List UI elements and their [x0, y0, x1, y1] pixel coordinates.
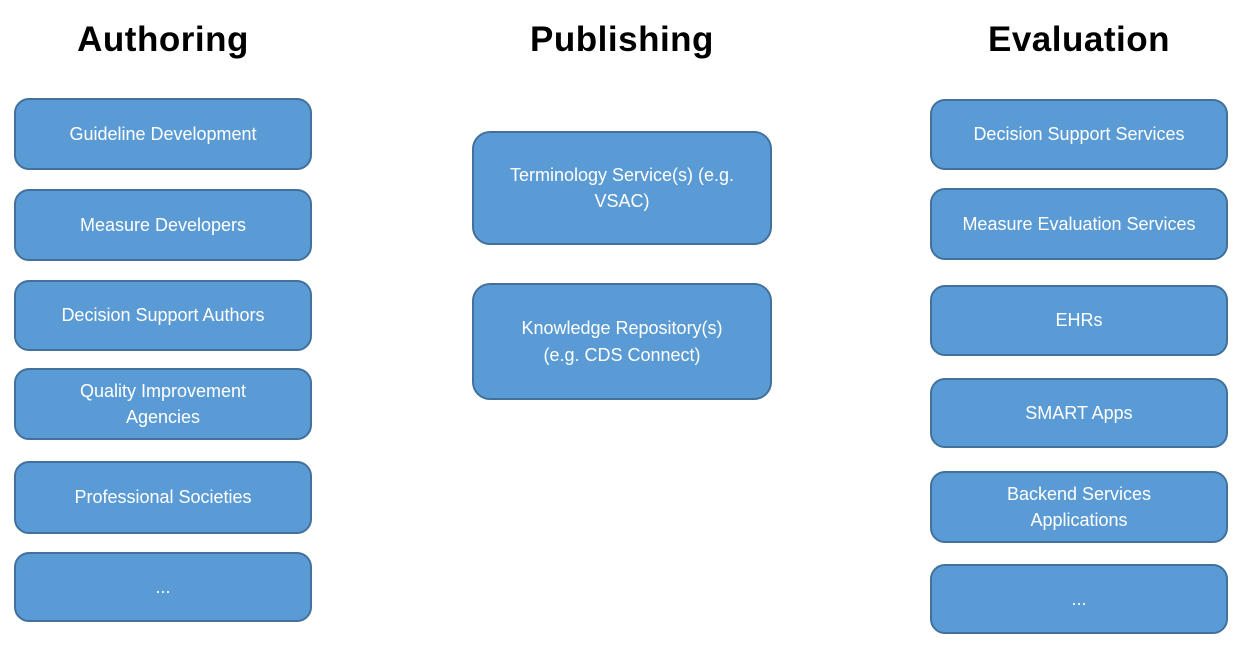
box-label: EHRs: [1055, 310, 1103, 331]
column-authoring: Authoring Guideline Development Measure …: [14, 0, 312, 652]
box-professional-societies: Professional Societies: [14, 461, 312, 534]
box-label: Measure Evaluation Services: [962, 213, 1196, 234]
box-label: Knowledge Repository(s) (e.g. CDS Connec…: [521, 318, 723, 365]
box-authoring-ellipsis: ...: [14, 552, 312, 622]
box-knowledge-repository: Knowledge Repository(s) (e.g. CDS Connec…: [472, 283, 772, 400]
box-label: Professional Societies: [74, 487, 252, 508]
column-publishing: Publishing Terminology Service(s) (e.g. …: [472, 0, 772, 652]
box-label: ...: [1071, 588, 1087, 609]
box-terminology-service: Terminology Service(s) (e.g. VSAC): [472, 131, 772, 245]
box-measure-developers: Measure Developers: [14, 189, 312, 261]
box-ehrs: EHRs: [930, 285, 1228, 356]
box-label: SMART Apps: [1025, 402, 1133, 423]
box-measure-evaluation-services: Measure Evaluation Services: [930, 188, 1228, 260]
box-decision-support-authors: Decision Support Authors: [14, 280, 312, 351]
box-label: Backend Services Applications: [1006, 483, 1152, 530]
box-label: Quality Improvement Agencies: [79, 380, 247, 427]
box-smart-apps: SMART Apps: [930, 378, 1228, 448]
box-label: ...: [155, 576, 171, 597]
column-title-authoring: Authoring: [77, 20, 249, 59]
box-quality-improvement-agencies: Quality Improvement Agencies: [14, 368, 312, 440]
box-evaluation-ellipsis: ...: [930, 564, 1228, 634]
box-label: Terminology Service(s) (e.g. VSAC): [509, 164, 735, 211]
box-label: Decision Support Services: [973, 124, 1185, 145]
box-guideline-development: Guideline Development: [14, 98, 312, 170]
box-decision-support-services: Decision Support Services: [930, 99, 1228, 170]
box-label: Decision Support Authors: [61, 305, 265, 326]
box-backend-services-applications: Backend Services Applications: [930, 471, 1228, 543]
column-evaluation: Evaluation Decision Support Services Mea…: [930, 0, 1228, 652]
column-title-evaluation: Evaluation: [988, 20, 1170, 59]
column-title-publishing: Publishing: [530, 20, 714, 59]
box-label: Measure Developers: [79, 214, 247, 235]
box-label: Guideline Development: [69, 123, 257, 144]
